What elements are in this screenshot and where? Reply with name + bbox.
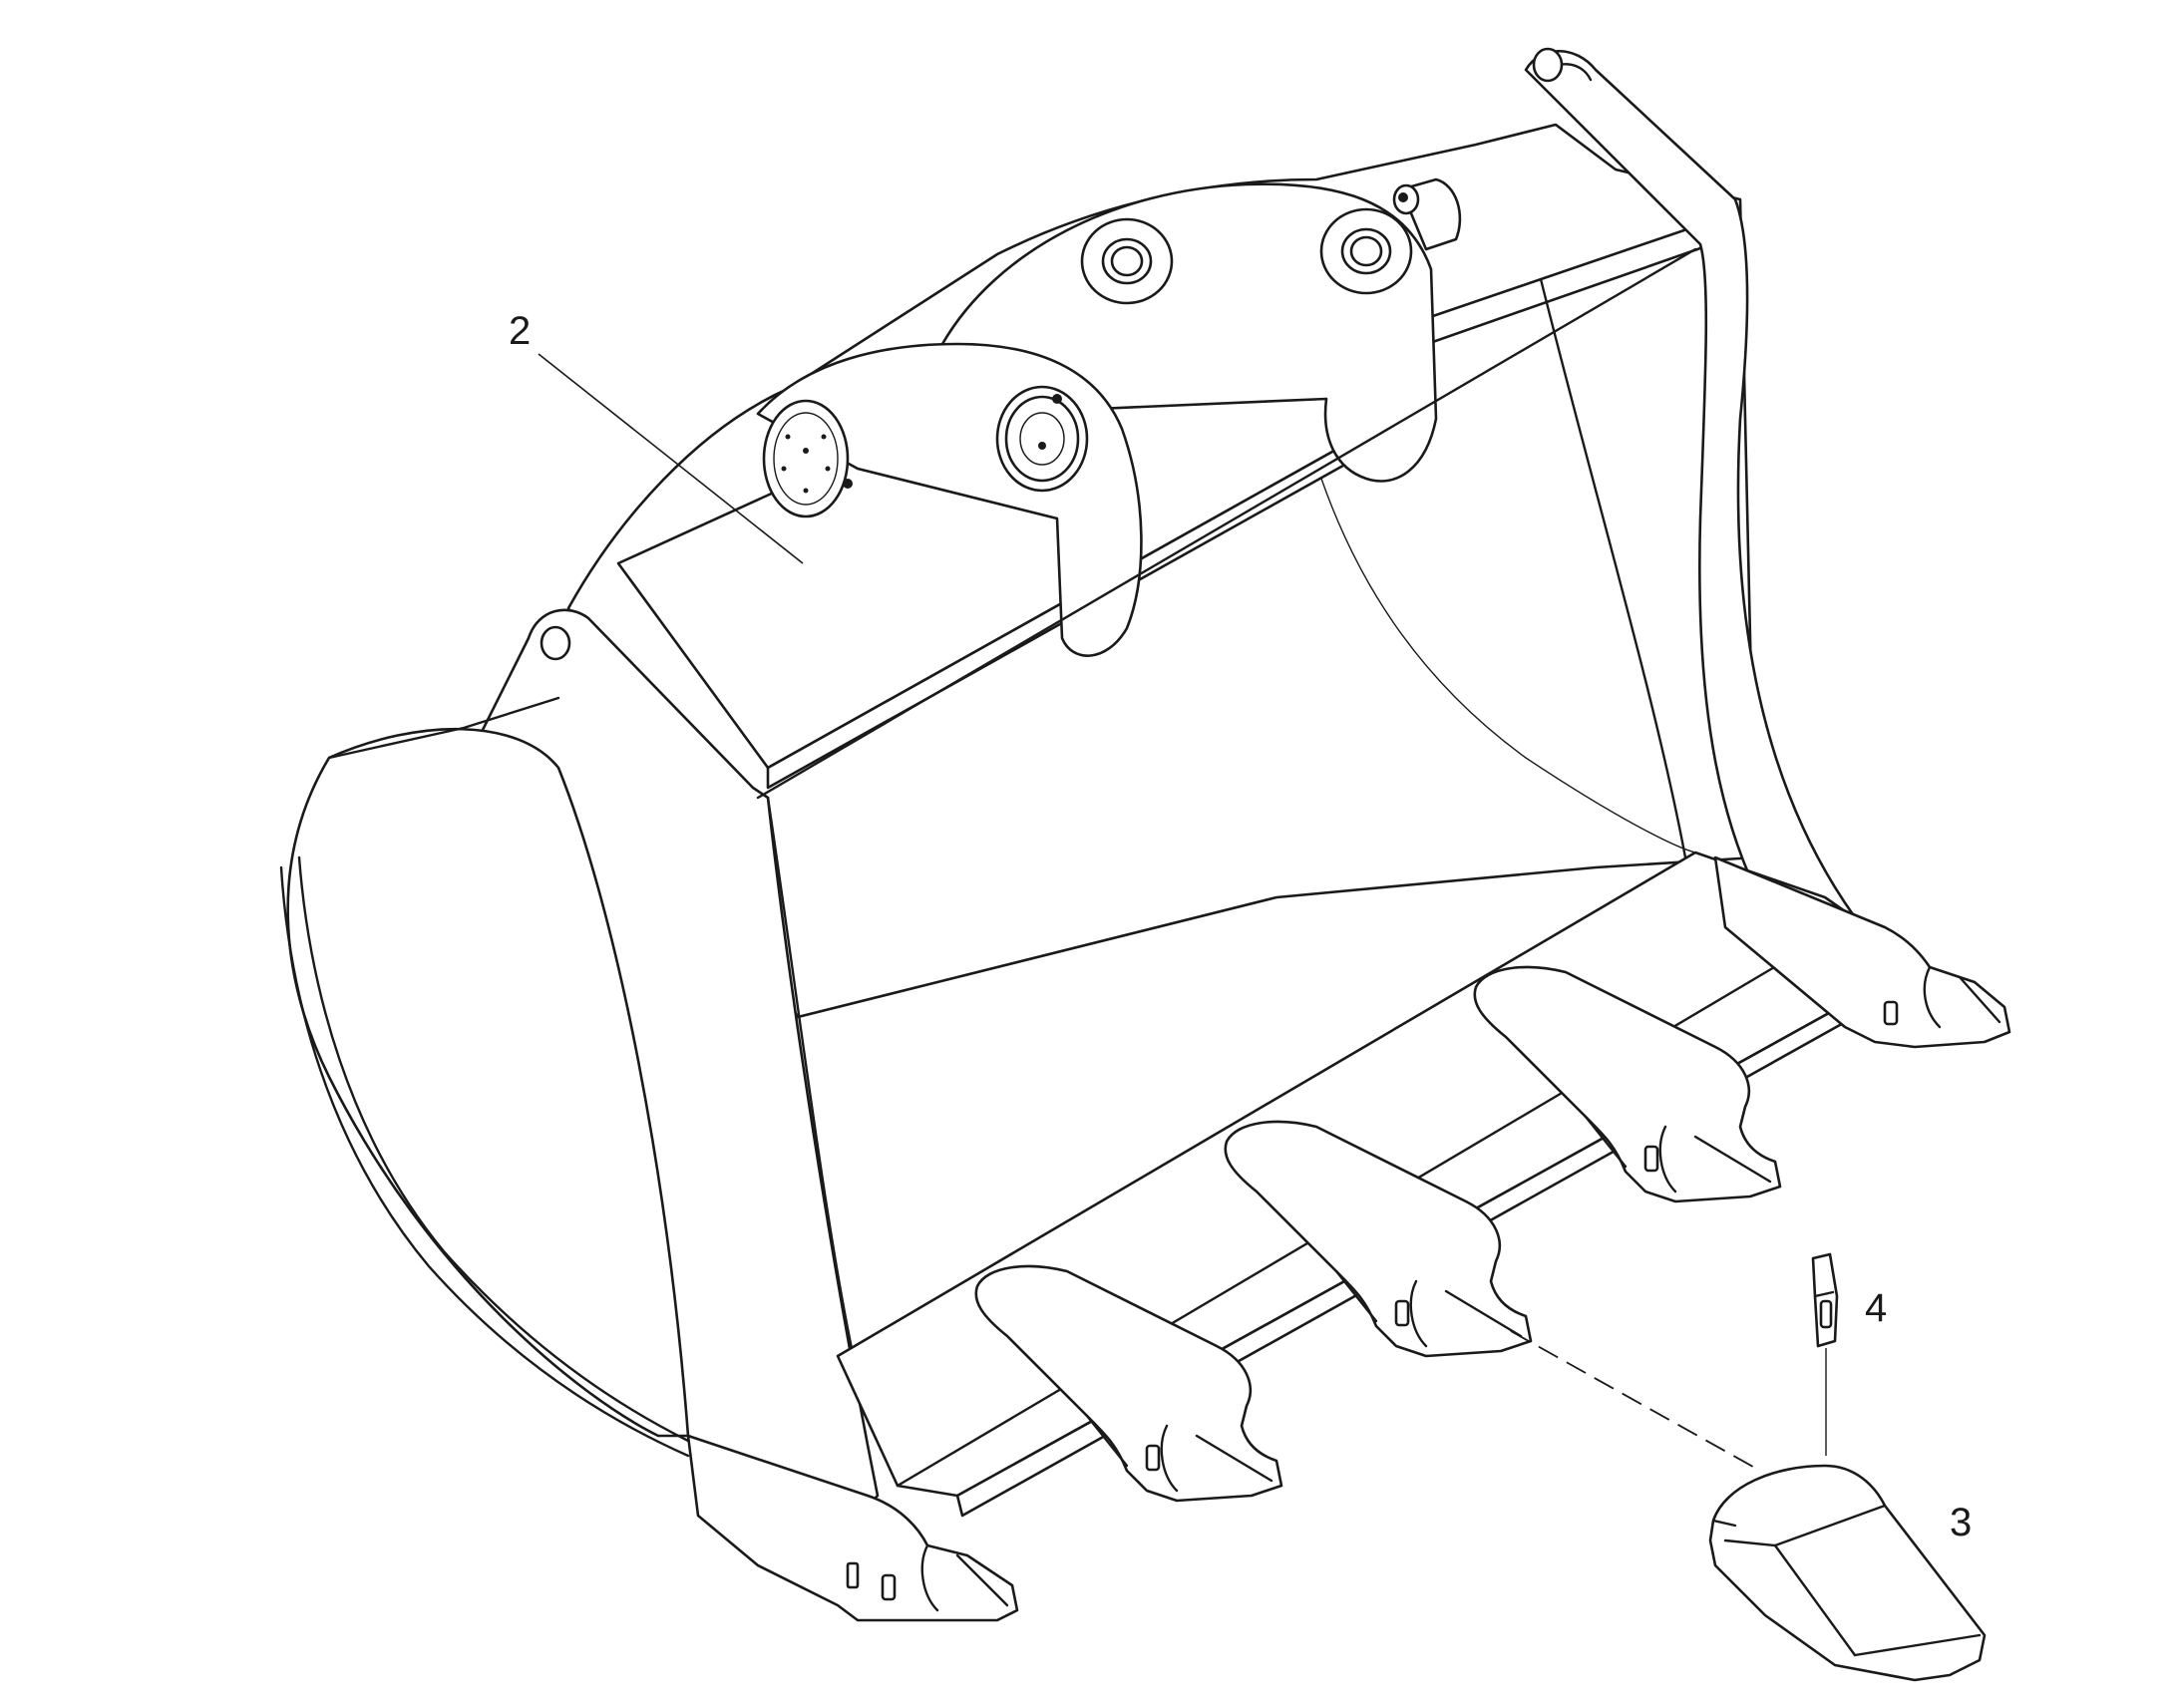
callout-tooth: 3 <box>1950 1501 1972 1544</box>
left-shell-top <box>327 696 560 760</box>
inner-back-curve <box>1320 478 1696 854</box>
right-corner-tooth-tip <box>1923 965 2001 1029</box>
loose-tooth-part <box>1708 1464 1987 1682</box>
tooth-adapter-1 <box>974 1264 1283 1503</box>
tooth-base-3 <box>1584 1115 1628 1169</box>
leader-line-bucket <box>538 353 804 564</box>
left-shell-lip-inner <box>297 855 690 1443</box>
bucket-floor-left-edge <box>756 247 1697 800</box>
right-side-plate <box>1524 49 1877 959</box>
left-corner-retainer-slot <box>846 1561 897 1601</box>
upper-lug-right <box>1319 207 1413 295</box>
left-corner-tooth-tip <box>920 1543 1009 1612</box>
callout-bucket: 2 <box>509 309 531 353</box>
tooth-adapter-2 <box>1224 1120 1533 1358</box>
bucket-assembly <box>279 47 2011 1622</box>
tooth-base-1 <box>1085 1414 1129 1468</box>
right-corner-retainer-slot <box>1883 1000 1899 1026</box>
left-corner-adapter <box>686 1434 1019 1622</box>
right-inner-edge <box>1539 277 1687 859</box>
right-hub-disc <box>995 385 1089 493</box>
assembly-line-tooth <box>1510 1330 1761 1472</box>
upper-pin-boss <box>1392 177 1462 251</box>
left-pivot <box>540 625 571 661</box>
bucket-back-shell <box>566 123 1757 1019</box>
bucket-inner-left <box>766 796 860 1378</box>
upper-lug-left <box>1080 217 1174 305</box>
right-pivot <box>1532 47 1564 83</box>
left-hub-disc <box>762 399 853 518</box>
callout-retainer: 4 <box>1865 1286 1887 1330</box>
tooth-adapter-3 <box>1473 965 1782 1203</box>
retainer-pin-part <box>1811 1252 1839 1348</box>
tooth-base-2 <box>1334 1269 1378 1323</box>
left-shell-lip <box>279 865 690 1458</box>
